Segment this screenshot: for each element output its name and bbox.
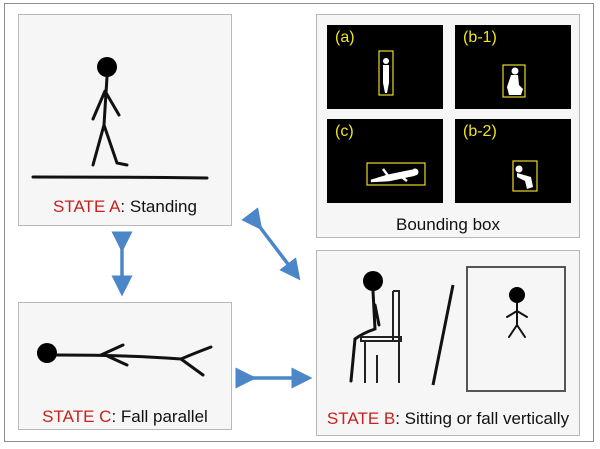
state-a-panel: STATE A: Standing [18,14,232,226]
state-c-description: : Fall parallel [111,407,208,426]
bbox-image-a: (a) [327,25,443,109]
state-c-name: STATE C [42,407,112,426]
bbox-label-b2: (b-2) [463,123,497,140]
bbox-image-c: (c) [327,119,443,203]
bbox-label-c: (c) [335,123,354,140]
bounding-box-title: Bounding box [396,215,500,234]
standing-figure-icon [31,57,209,180]
sitting-silhouette-icon [502,64,526,98]
state-a-label: STATE A: Standing [19,197,231,217]
state-b-panel: STATE B: Sitting or fall vertically [316,250,580,436]
fallen-figure-icon [466,266,566,392]
state-b-name: STATE B [326,409,396,428]
state-c-label: STATE C: Fall parallel [19,407,231,427]
state-b-label: STATE B: Sitting or fall vertically [317,409,579,429]
falling-silhouette-icon [512,160,538,192]
state-a-description: : Standing [120,197,197,216]
bbox-label-a: (a) [335,29,355,46]
state-a-name: STATE A [53,197,121,216]
standing-silhouette-icon [378,50,394,96]
sitting-figure-icon [349,271,455,386]
lying-silhouette-icon [366,162,426,186]
state-b-description: : Sitting or fall vertically [395,409,570,428]
bbox-image-b1: (b-1) [455,25,571,109]
bbox-image-b2: (b-2) [455,119,571,203]
lying-figure-icon [37,343,213,377]
bounding-box-panel: (a) (b-1) (c) (b-2) Bounding box [316,14,580,238]
bbox-label-b1: (b-1) [463,29,497,46]
figure-frame [4,3,594,442]
state-c-panel: STATE C: Fall parallel [18,302,232,430]
